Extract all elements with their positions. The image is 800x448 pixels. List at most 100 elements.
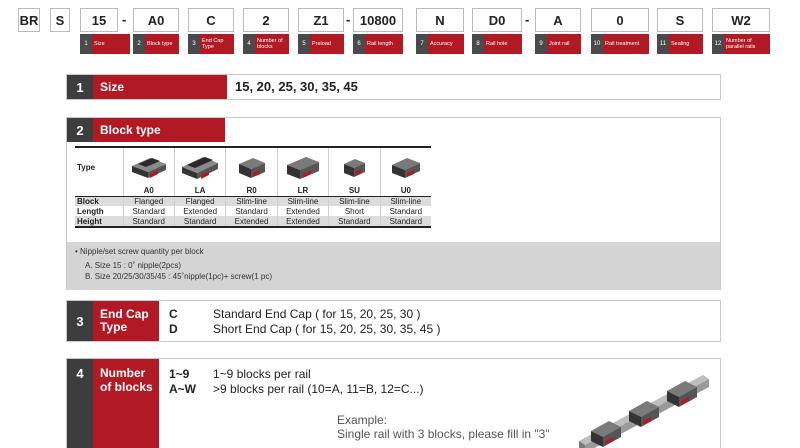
short-block-image — [344, 159, 366, 177]
slim-long-block-image — [286, 157, 319, 179]
flanged-long-block-image — [182, 157, 219, 179]
tag-number: 7 — [416, 34, 428, 54]
table-row: A0 LA R0 LR SU U0 — [75, 186, 431, 197]
end-cap-description: Short End Cap ( for 15, 20, 25, 30, 35, … — [213, 322, 441, 336]
tag-number: 3 — [188, 34, 200, 54]
table-cell: Extended — [276, 206, 329, 216]
row-label-length: Length — [77, 206, 104, 216]
code-tag-rail-treatment: 10 Rail treatment — [591, 34, 649, 54]
block-code: LA — [173, 186, 226, 197]
section-number: 1 — [67, 75, 93, 99]
tag-label: Size — [92, 34, 130, 54]
section-block-type: 2 Block type Type A0 LA R0 LR SU U0 — [66, 117, 721, 290]
tag-number: 11 — [657, 34, 669, 54]
table-cell: Slim-line — [328, 196, 381, 206]
table-cell: Slim-line — [276, 196, 329, 206]
table-cell: Standard — [379, 206, 431, 216]
code-box-rail-treatment: 0 — [591, 8, 649, 32]
code-box-parallel-rails: W2 — [712, 8, 770, 32]
code-box-size: 15 — [80, 8, 118, 32]
code-box-block-type: A0 — [133, 8, 179, 32]
tag-number: 9 — [535, 34, 547, 54]
tag-label: Number of parallel rails — [724, 34, 770, 54]
table-cell: Standard — [173, 216, 226, 226]
tag-label: Rail treatment — [603, 34, 649, 54]
block-count-code: 1~9 — [169, 367, 190, 381]
section-number: 4 — [67, 359, 93, 448]
code-tag-end-cap: 3 End Cap Type — [188, 34, 234, 54]
section-title-line: of blocks — [100, 380, 153, 394]
tag-number: 12 — [712, 34, 724, 54]
tag-label: Number of blocks — [255, 34, 289, 54]
block-count-description: >9 blocks per rail (10=A, 11=B, 12=C...) — [213, 382, 424, 396]
block-code: R0 — [225, 186, 278, 197]
slim-block-image — [238, 158, 265, 178]
block-count-description: 1~9 blocks per rail — [213, 367, 311, 381]
code-box-end-cap: C — [188, 8, 234, 32]
block-code: U0 — [379, 186, 431, 197]
table-cell: Slim-line — [225, 196, 278, 206]
code-tag-number-of-blocks: 4 Number of blocks — [243, 34, 289, 54]
code-tag-accuracy: 7 Accuracy — [416, 34, 464, 54]
tag-number: 5 — [298, 34, 310, 54]
row-label-type: Type — [77, 162, 96, 172]
tag-label: Preload — [310, 34, 344, 54]
block-code: SU — [328, 186, 381, 197]
standard-block-image — [391, 158, 420, 178]
tag-label: End Cap Type — [200, 34, 234, 54]
code-separator: - — [346, 12, 351, 27]
tag-label: Rail hole — [484, 34, 522, 54]
tag-number: 4 — [243, 34, 255, 54]
note-line-b: B. Size 20/25/30/35/45 : 45˚nipple(1pc)+… — [85, 272, 272, 281]
block-count-code: A~W — [169, 382, 196, 396]
table-cell: Short — [328, 206, 381, 216]
table-cell: Flanged — [173, 196, 226, 206]
code-tag-size: 1 Size — [80, 34, 130, 54]
flanged-block-image — [131, 158, 166, 178]
table-cell: Standard — [122, 206, 175, 216]
rail-with-blocks-image — [579, 375, 709, 448]
tag-number: 6 — [353, 34, 365, 54]
code-tag-rail-length: 6 Rail length — [353, 34, 403, 54]
section-title-line: Number — [100, 366, 146, 380]
end-cap-code: C — [169, 307, 178, 321]
row-label-height: Height — [75, 216, 123, 226]
end-cap-description: Standard End Cap ( for 15, 20, 25, 30 ) — [213, 307, 421, 321]
tag-number: 10 — [591, 34, 603, 54]
code-separator: - — [122, 12, 127, 27]
code-box-sealing: S — [657, 8, 703, 32]
table-cell: Slim-line — [379, 196, 431, 206]
table-cell: Standard — [225, 206, 278, 216]
table-row: Length Standard Extended Standard Extend… — [75, 206, 431, 216]
code-box-rail-hole: D0 — [472, 8, 522, 32]
table-cell: Standard — [379, 216, 431, 226]
row-label-block: Block — [75, 196, 123, 206]
section-number-of-blocks: 4 Number of blocks 1~9 1~9 blocks per ra… — [66, 358, 721, 448]
nipple-note: • Nipple/set screw quantity per block A.… — [67, 242, 720, 290]
block-code: LR — [276, 186, 329, 197]
block-type-table: Type A0 LA R0 LR SU U0 Block Flanged — [75, 146, 431, 228]
section-title: Block type — [93, 118, 225, 142]
code-box-series: BR — [18, 8, 40, 32]
example-text: Single rail with 3 blocks, please fill i… — [337, 427, 550, 441]
code-tag-sealing: 11 Sealing — [657, 34, 703, 54]
size-values: 15, 20, 25, 30, 35, 45 — [235, 79, 358, 94]
code-box-accuracy: N — [416, 8, 464, 32]
code-tag-joint-rail: 9 Joint rail — [535, 34, 581, 54]
tag-label: Joint rail — [547, 34, 581, 54]
code-tag-rail-hole: 8 Rail hole — [472, 34, 522, 54]
code-tag-parallel-rails: 12 Number of parallel rails — [712, 34, 770, 54]
part-code-row: BR S 15 - A0 C 2 Z1 - 10800 N D0 - A 0 S… — [0, 8, 800, 54]
tag-label: Accuracy — [428, 34, 464, 54]
code-box-joint-rail: A — [535, 8, 581, 32]
section-size: 1 Size 15, 20, 25, 30, 35, 45 — [66, 74, 721, 100]
table-cell: Extended — [173, 206, 226, 216]
code-tag-block-type: 2 Block type — [133, 34, 179, 54]
section-title: Size — [93, 75, 227, 99]
note-title: • Nipple/set screw quantity per block — [75, 247, 204, 256]
note-line-a: A. Size 15 : 0˚ nipple(2pcs) — [85, 261, 182, 270]
tag-label: Sealing — [669, 34, 703, 54]
code-box-number-of-blocks: 2 — [243, 8, 289, 32]
code-separator: - — [525, 12, 530, 27]
code-tag-preload: 5 Preload — [298, 34, 344, 54]
